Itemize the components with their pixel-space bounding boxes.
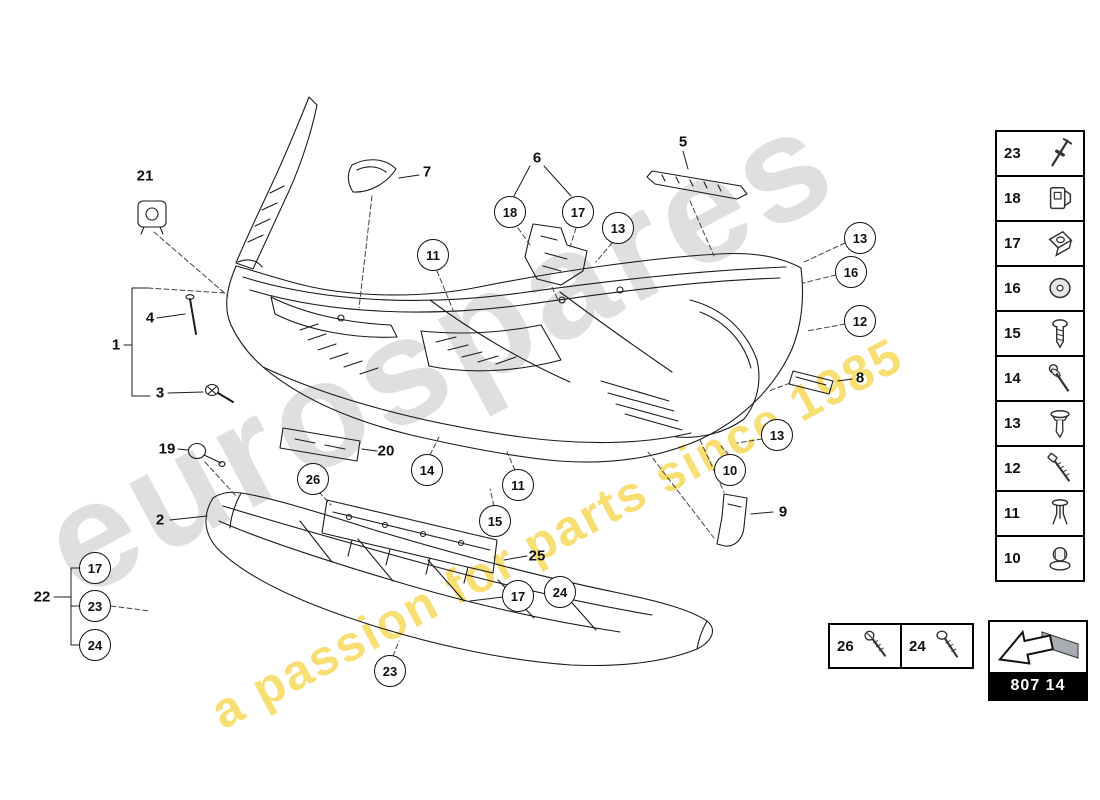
pan-screw-icon — [1052, 318, 1068, 349]
legend-item-17[interactable]: 17 — [995, 220, 1085, 267]
impact-bar — [321, 499, 498, 584]
legend-item-23[interactable]: 23 — [995, 130, 1085, 177]
emblem-part — [347, 159, 397, 193]
part-callout-5[interactable]: 5 — [678, 133, 688, 151]
legend-number: 13 — [1004, 415, 1021, 432]
legend-number: 11 — [1004, 505, 1020, 522]
part-callout-23[interactable]: 23 — [79, 590, 111, 622]
legend-item-26[interactable]: 26 — [828, 623, 902, 669]
part-callout-25[interactable]: 25 — [528, 547, 546, 565]
part-callout-11[interactable]: 11 — [502, 469, 534, 501]
expansion-rivet-icon — [1051, 498, 1069, 525]
leader-lines-solid — [53, 150, 853, 646]
part-callout-10[interactable]: 10 — [714, 454, 746, 486]
part-callout-3[interactable]: 3 — [155, 384, 165, 402]
bumper-group-arrow-icon — [997, 629, 1079, 665]
legend-number: 14 — [1004, 370, 1021, 387]
part-group-code: 807 14 — [990, 672, 1086, 699]
legend-item-24[interactable]: 24 — [900, 623, 974, 669]
speed-nut-icon — [1048, 230, 1073, 257]
part-callout-7[interactable]: 7 — [422, 163, 432, 181]
leader-lines-dashed — [110, 195, 846, 657]
legend-number: 15 — [1004, 325, 1021, 342]
blind-rivet-icon — [1051, 137, 1073, 166]
part-callout-11[interactable]: 11 — [417, 239, 449, 271]
part-callout-21[interactable]: 21 — [136, 167, 154, 185]
part-callout-17[interactable]: 17 — [562, 196, 594, 228]
part-callout-18[interactable]: 18 — [494, 196, 526, 228]
legend-number: 12 — [1004, 460, 1021, 477]
corner-bracket — [716, 493, 748, 547]
legend-item-18[interactable]: 18 — [995, 175, 1085, 222]
part-callout-26[interactable]: 26 — [297, 463, 329, 495]
center-bracket — [524, 223, 588, 286]
legend-number: 23 — [1004, 145, 1021, 162]
pin-screw-icon — [1048, 363, 1070, 392]
part-callout-13[interactable]: 13 — [761, 419, 793, 451]
part-callout-9[interactable]: 9 — [778, 503, 788, 521]
part-callout-16[interactable]: 16 — [835, 256, 867, 288]
legend-item-12[interactable]: 12 — [995, 445, 1085, 492]
legend-number: 16 — [1004, 280, 1021, 297]
legend-number: 18 — [1004, 190, 1021, 207]
part-callout-12[interactable]: 12 — [844, 305, 876, 337]
part-callout-6[interactable]: 6 — [532, 149, 542, 167]
part-callout-22[interactable]: 22 — [33, 588, 51, 606]
legend-number: 17 — [1004, 235, 1021, 252]
part-callout-2[interactable]: 2 — [155, 511, 165, 529]
part-callout-4[interactable]: 4 — [145, 309, 155, 327]
legend-item-13[interactable]: 13 — [995, 400, 1085, 447]
legend-number: 24 — [909, 637, 926, 655]
part-callout-24[interactable]: 24 — [79, 629, 111, 661]
trim-strip-part — [788, 370, 834, 395]
part-callout-23[interactable]: 23 — [374, 655, 406, 687]
part-callout-13[interactable]: 13 — [844, 222, 876, 254]
flat-head-screw-icon — [1050, 409, 1070, 438]
extra-hardware-boxes: 26 24 — [828, 623, 974, 669]
legend-item-14[interactable]: 14 — [995, 355, 1085, 402]
long-screw-icon — [1047, 452, 1071, 482]
pan-head-screw-icon — [936, 630, 959, 658]
splitter-panel — [205, 491, 713, 667]
part-callout-24[interactable]: 24 — [544, 576, 576, 608]
part-callout-1[interactable]: 1 — [111, 336, 121, 354]
small-hardware — [137, 200, 234, 467]
part-callout-13[interactable]: 13 — [602, 212, 634, 244]
flange-nut-icon — [1049, 546, 1071, 571]
legend-item-15[interactable]: 15 — [995, 310, 1085, 357]
legend-item-11[interactable]: 11 — [995, 490, 1085, 537]
grommet-icon — [1049, 277, 1071, 298]
side-guide-bracket — [646, 170, 748, 200]
clip-bracket-icon — [1049, 186, 1072, 209]
part-callout-17[interactable]: 17 — [502, 580, 534, 612]
nose-panel — [235, 96, 318, 270]
bumper-main — [226, 252, 804, 463]
mounting-plate — [279, 427, 361, 462]
part-callout-20[interactable]: 20 — [377, 442, 395, 460]
legend-item-10[interactable]: 10 — [995, 535, 1085, 582]
part-callout-14[interactable]: 14 — [411, 454, 443, 486]
legend-number: 26 — [837, 637, 854, 655]
parts-legend: 23 18 17 16 — [995, 130, 1085, 582]
part-group-icon — [990, 622, 1086, 672]
part-callout-17[interactable]: 17 — [79, 552, 111, 584]
legend-number: 10 — [1004, 550, 1021, 567]
part-callout-19[interactable]: 19 — [158, 440, 176, 458]
part-group-badge[interactable]: 807 14 — [988, 620, 1088, 701]
legend-item-16[interactable]: 16 — [995, 265, 1085, 312]
tapping-screw-icon — [864, 630, 887, 657]
part-callout-8[interactable]: 8 — [855, 369, 865, 387]
part-callout-15[interactable]: 15 — [479, 505, 511, 537]
